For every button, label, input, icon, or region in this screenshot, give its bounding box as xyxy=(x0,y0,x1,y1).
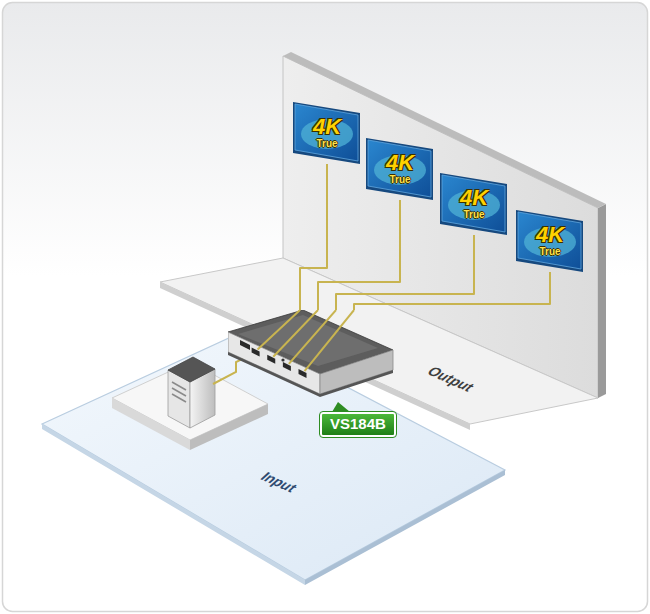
logo-block: 4KTrue xyxy=(293,108,361,156)
display-screen: 4KTrue xyxy=(440,173,508,235)
display-screen: 4KTrue xyxy=(516,210,584,272)
splitter-device: VS184B xyxy=(228,310,418,440)
logo-true: True xyxy=(316,138,337,149)
output-wall-edge xyxy=(598,204,606,398)
input-plane-edge xyxy=(305,470,505,585)
pc-drive-bay xyxy=(172,394,186,402)
screen-panel xyxy=(518,212,581,269)
output-cable-stub xyxy=(273,310,318,357)
card-frame xyxy=(3,3,648,612)
region-label: Input xyxy=(257,469,301,495)
hdmi-input-port xyxy=(240,340,250,350)
logo-4k: 4K xyxy=(313,116,341,138)
model-name: VS184B xyxy=(330,415,386,432)
hdmi-cable xyxy=(300,164,327,310)
logo-4k: 4K xyxy=(536,224,564,246)
logo-true: True xyxy=(389,174,410,185)
screen-bezel xyxy=(293,102,360,164)
logo-4k: 4K xyxy=(460,187,488,209)
tag-pointer xyxy=(332,402,350,412)
display-screen: 4KTrue xyxy=(293,102,361,164)
region-label: Output xyxy=(423,364,478,394)
output-cable-stub xyxy=(305,310,354,371)
display-screen: 4KTrue xyxy=(366,138,434,200)
hdmi-cable xyxy=(336,235,474,310)
model-tag: VS184B xyxy=(320,412,396,437)
input-plane xyxy=(42,332,505,580)
screen-bezel xyxy=(440,173,507,235)
logo-block: 4KTrue xyxy=(366,144,434,192)
splitter-side xyxy=(320,350,393,394)
splitter-base xyxy=(228,352,393,397)
logo-block: 4KTrue xyxy=(516,216,584,264)
logo-4k: 4K xyxy=(386,152,414,174)
logo-true: True xyxy=(463,209,484,220)
splitter-front xyxy=(228,332,320,394)
power-led xyxy=(281,358,284,361)
logo-block: 4KTrue xyxy=(440,179,508,227)
logo-true: True xyxy=(539,246,560,257)
hdmi-cable xyxy=(354,272,550,310)
output-cable-stub xyxy=(258,310,300,350)
pc-tower-top xyxy=(168,357,215,382)
screen-panel xyxy=(442,175,505,232)
screen-panel xyxy=(295,104,358,161)
screen-panel xyxy=(368,140,431,197)
input-plane-edge xyxy=(42,424,305,585)
output-cable-stub xyxy=(289,310,336,364)
screen-bezel xyxy=(366,138,433,200)
screen-bezel xyxy=(516,210,583,272)
